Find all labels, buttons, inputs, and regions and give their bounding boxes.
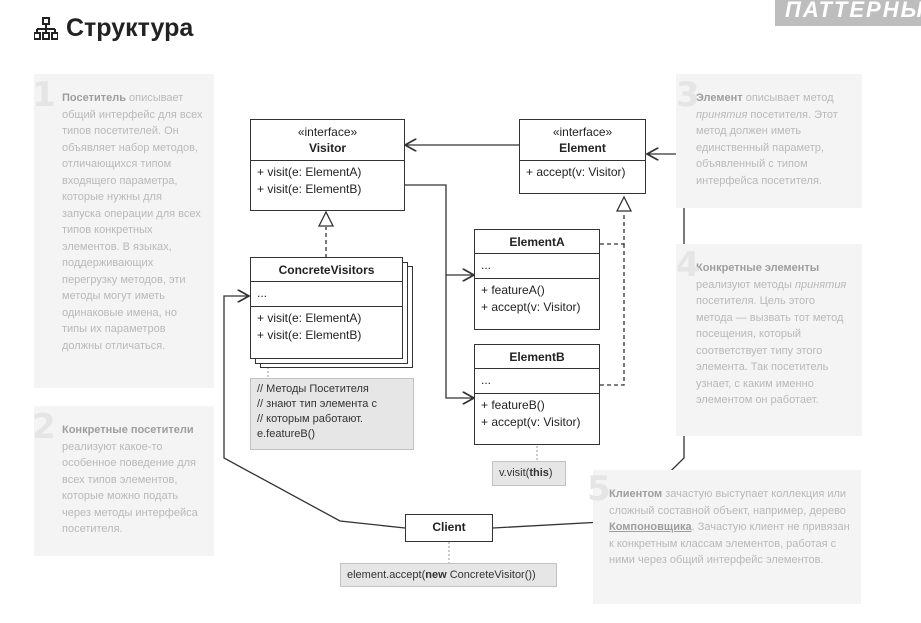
note-text: посетителя. Этот метод должен иметь един… [696,108,838,187]
method: + visit(e: ElementA) [257,165,362,179]
box-header: ConcreteVisitors [251,258,402,282]
note-term: Конкретные элементы [696,262,820,274]
note-term: Клиентом [609,488,663,500]
note-text: посетителя. Цель этого метода — вызвать … [696,295,844,406]
note-element: 3 Элемент описывает метод принятия посет… [676,74,862,208]
code-keyword: new [425,569,447,581]
visitor-methods-code-note: // Методы Посетителя // знают тип элемен… [250,378,414,450]
structure-icon [34,16,58,40]
code-text: v.visit( [499,467,530,479]
class-name: Element [559,141,606,155]
code-line: e.featureB() [257,428,316,440]
stereotype-label: «interface» [297,125,358,139]
patterns-banner: ПАТТЕРНЫ [775,0,921,26]
visit-this-code-note: v.visit(this) [492,461,566,486]
client-box: Client [405,514,493,542]
box-header: ElementB [475,345,599,369]
note-italic: принятия [794,278,847,291]
methods-section: + visit(e: ElementA) + visit(e: ElementB… [251,161,404,201]
note-number: 4 [676,245,700,285]
code-text: ConcreteVisitor()) [446,569,536,581]
note-term: Конкретные посетители [62,424,194,436]
title-text: Структура [66,14,194,42]
element-a-box: ElementA ... + featureA() + accept(v: Vi… [474,229,600,330]
note-concrete-elements: 4 Конкретные элементы реализуют методы п… [676,244,862,436]
class-name: Visitor [308,141,347,155]
method: + featureA() [481,283,545,297]
box-header: ElementA [475,230,599,254]
note-term: Посетитель [62,92,126,104]
code-text: ) [548,467,553,479]
methods-section: + accept(v: Visitor) [520,161,645,184]
note-text: . Зачастую клиент не привязан к конкретн… [609,521,850,566]
visitor-interface-box: «interface» Visitor + visit(e: ElementA)… [250,119,405,211]
note-number: 2 [32,407,56,447]
method: + visit(e: ElementB) [257,182,362,196]
note-text: описывает общий интерфейс для всех типов… [62,92,203,352]
note-text: описывает метод [742,92,834,104]
note-number: 5 [587,469,611,509]
methods-section: + featureB() + accept(v: Visitor) [475,394,599,434]
note-italic: принятия [696,108,748,121]
element-interface-box: «interface» Element + accept(v: Visitor) [519,119,646,194]
code-keyword: this [529,467,549,479]
note-client: 5 Клиентом зачастую выступает коллекция … [587,470,861,604]
method: + visit(e: ElementA) [257,311,362,325]
box-header: «interface» Visitor [251,120,404,161]
class-name: ElementB [509,350,565,364]
element-b-box: ElementB ... + featureB() + accept(v: Vi… [474,344,600,445]
class-name: ElementA [509,235,565,249]
code-line: // Методы Посетителя [257,383,369,395]
class-name: Client [432,520,466,534]
note-text: реализуют какое-то особенное поведение д… [62,440,198,536]
note-number: 1 [32,75,56,115]
box-header: «interface» Element [520,120,645,161]
concrete-visitors-box: ConcreteVisitors ... + visit(e: ElementA… [250,257,403,359]
note-term: Элемент [696,92,743,104]
note-text: зачастую выступает коллекция или сложный… [609,488,847,517]
client-accept-code-note: element.accept(new ConcreteVisitor()) [340,563,557,587]
note-text: реализуют методы [696,278,795,291]
method: + accept(v: Visitor) [481,415,581,429]
page-title: Структура [34,14,193,43]
stereotype-label: «interface» [552,125,613,139]
method: + accept(v: Visitor) [481,300,581,314]
methods-section: + featureA() + accept(v: Visitor) [475,279,599,319]
fields-section: ... [475,254,599,279]
method: + visit(e: ElementB) [257,328,362,342]
composite-link[interactable]: Компоновщика [609,521,692,533]
method: + accept(v: Visitor) [526,165,626,179]
methods-section: + visit(e: ElementA) + visit(e: ElementB… [251,307,402,347]
fields-section: ... [475,369,599,394]
method: + featureB() [481,398,545,412]
code-line: // знают тип элемента с [257,398,377,410]
note-visitor: 1 Посетитель описывает общий интерфейс д… [32,74,214,388]
class-name: ConcreteVisitors [278,263,375,277]
code-text: element.accept( [347,569,426,581]
code-line: // которым работают. [257,413,363,425]
note-number: 3 [676,75,700,115]
fields-section: ... [251,282,402,307]
note-concrete-visitors: 2 Конкретные посетители реализуют какое-… [32,406,214,556]
